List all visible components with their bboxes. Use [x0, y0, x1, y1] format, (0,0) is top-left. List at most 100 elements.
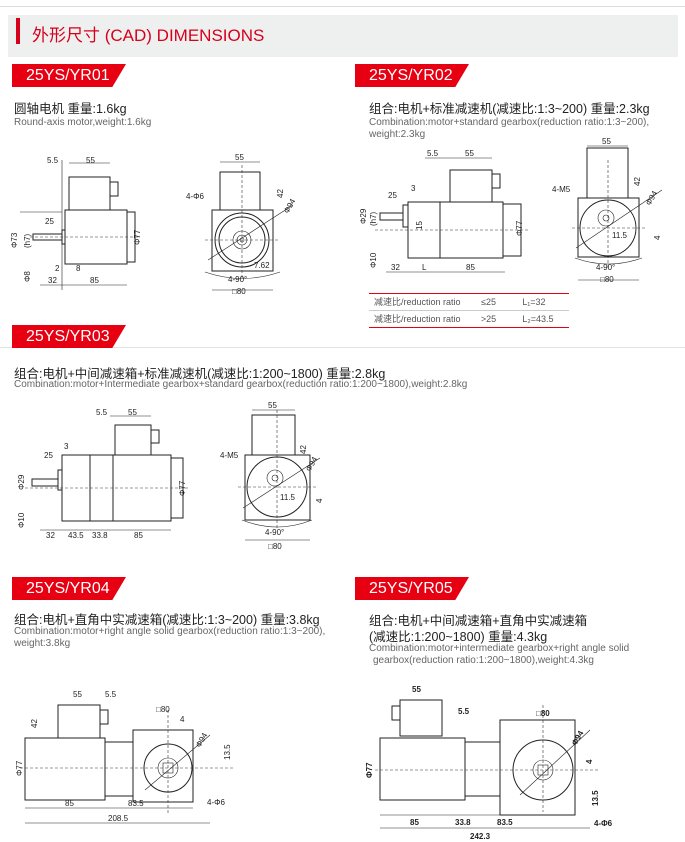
model-badge-yr05: 25YS/YR05: [355, 577, 469, 600]
svg-text:□80: □80: [232, 287, 246, 296]
model-badge-yr02: 25YS/YR02: [355, 64, 469, 87]
model-desc-en: Combination:motor+Intermediate gearbox+s…: [14, 379, 468, 390]
svg-text:5.5: 5.5: [47, 156, 59, 165]
svg-text:4: 4: [585, 759, 594, 764]
yr03-front-view: [238, 409, 321, 541]
svg-text:85: 85: [410, 818, 419, 827]
yr03-side-view: [25, 415, 190, 531]
svg-text:208.5: 208.5: [108, 814, 129, 823]
yr01-front-view: [204, 161, 294, 291]
model-desc-cn: 圆轴电机 重量:1.6kg: [14, 102, 127, 116]
cell-label: 减速比/reduction ratio: [374, 314, 461, 324]
section-divider: [0, 347, 685, 348]
svg-text:242.3: 242.3: [470, 832, 491, 841]
model-badge-yr04: 25YS/YR04: [12, 577, 126, 600]
svg-text:Φ94: Φ94: [282, 197, 298, 215]
svg-text:25: 25: [388, 191, 397, 200]
svg-text:4-90°: 4-90°: [596, 263, 615, 272]
svg-text:25: 25: [45, 217, 54, 226]
svg-text:83.5: 83.5: [497, 818, 513, 827]
svg-text:7.62: 7.62: [254, 261, 270, 270]
svg-text:32: 32: [46, 531, 55, 540]
section-header: 外形尺寸 (CAD) DIMENSIONS: [8, 15, 678, 57]
model-desc-en: Combination:motor+standard gearbox(reduc…: [369, 117, 650, 128]
svg-text:4-90°: 4-90°: [228, 275, 247, 284]
svg-text:3: 3: [64, 442, 69, 451]
svg-text:42: 42: [633, 177, 642, 186]
model-desc-en: weight:3.8kg: [14, 638, 71, 649]
svg-text:4-M5: 4-M5: [220, 451, 239, 460]
svg-text:4: 4: [653, 235, 662, 240]
svg-text:4-M5: 4-M5: [552, 185, 571, 194]
model-desc-en: gearbox(reduction ratio:1:200~1800),weig…: [373, 655, 594, 666]
svg-text:4-90°: 4-90°: [265, 528, 284, 537]
svg-text:11.5: 11.5: [612, 231, 628, 240]
svg-text:33.8: 33.8: [92, 531, 108, 540]
svg-text:Φ94: Φ94: [304, 455, 320, 473]
model-badge-yr01: 25YS/YR01: [12, 64, 126, 87]
yr02-side-view: [375, 157, 530, 273]
svg-text:4: 4: [180, 715, 185, 724]
svg-text:5.5: 5.5: [458, 707, 470, 716]
svg-text:55: 55: [465, 149, 474, 158]
svg-text:5.5: 5.5: [105, 690, 117, 699]
svg-text:Φ77: Φ77: [178, 480, 187, 496]
svg-text:Φ29: Φ29: [359, 208, 368, 224]
model-desc-cn: 组合:电机+中间减速箱+直角中实减速箱: [369, 614, 588, 628]
yr04-view: [20, 704, 235, 824]
svg-text:Φ8: Φ8: [23, 271, 32, 282]
model-badge-yr03: 25YS/YR03: [12, 325, 126, 348]
svg-text:Φ77: Φ77: [133, 229, 142, 245]
model-desc-cn: 组合:电机+中间减速箱+标准减速机(减速比:1:200~1800) 重量:2.8…: [14, 367, 386, 381]
svg-text:13.5: 13.5: [223, 744, 232, 760]
svg-text:□80: □80: [268, 542, 282, 551]
cell-cond: ≤25: [481, 297, 497, 307]
model-desc-en: Combination:motor+right angle solid gear…: [14, 626, 326, 637]
svg-text:55: 55: [128, 408, 137, 417]
svg-text:85: 85: [466, 263, 475, 272]
svg-text:3: 3: [411, 184, 416, 193]
model-desc-cn: 组合:电机+直角中实减速箱(减速比:1:3~200) 重量:3.8kg: [14, 613, 320, 627]
svg-text:55: 55: [412, 685, 421, 694]
svg-text:55: 55: [602, 137, 611, 146]
model-desc-cn: 组合:电机+标准减速机(减速比:1:3~200) 重量:2.3kg: [369, 102, 650, 116]
svg-text:43.5: 43.5: [68, 531, 84, 540]
cell-value: L₂=43.5: [522, 314, 554, 324]
cell-value: L₁=32: [522, 297, 546, 307]
svg-text:Φ77: Φ77: [365, 762, 374, 778]
svg-text:5.5: 5.5: [427, 149, 439, 158]
yr05-view: [375, 699, 600, 829]
svg-text:13.5: 13.5: [591, 790, 600, 806]
yr02-front-view: [572, 145, 663, 281]
svg-text:85: 85: [134, 531, 143, 540]
top-divider: [0, 6, 685, 7]
svg-text:Φ94: Φ94: [570, 729, 586, 747]
svg-text:33.8: 33.8: [455, 818, 471, 827]
svg-text:(h7): (h7): [369, 211, 378, 226]
reduction-ratio-table: 减速比/reduction ratio ≤25 L₁=32 减速比/reductio…: [369, 293, 569, 328]
yr01-side-view: [20, 160, 140, 290]
svg-text:83.5: 83.5: [128, 799, 144, 808]
cell-label: 减速比/reduction ratio: [374, 297, 461, 307]
svg-text:42: 42: [299, 445, 308, 454]
model-desc-en: weight:2.3kg: [369, 129, 426, 140]
svg-text:Φ29: Φ29: [17, 474, 26, 490]
svg-text:Φ10: Φ10: [17, 512, 26, 528]
svg-text:5.5: 5.5: [96, 408, 108, 417]
svg-text:55: 55: [73, 690, 82, 699]
svg-text:□80: □80: [536, 709, 550, 718]
svg-text:2: 2: [55, 264, 60, 273]
svg-text:42: 42: [276, 189, 285, 198]
svg-text:Φ94: Φ94: [194, 731, 210, 749]
svg-text:55: 55: [235, 153, 244, 162]
svg-text:Φ77: Φ77: [515, 220, 524, 236]
model-desc-en: Round-axis motor,weight:1.6kg: [14, 117, 152, 128]
